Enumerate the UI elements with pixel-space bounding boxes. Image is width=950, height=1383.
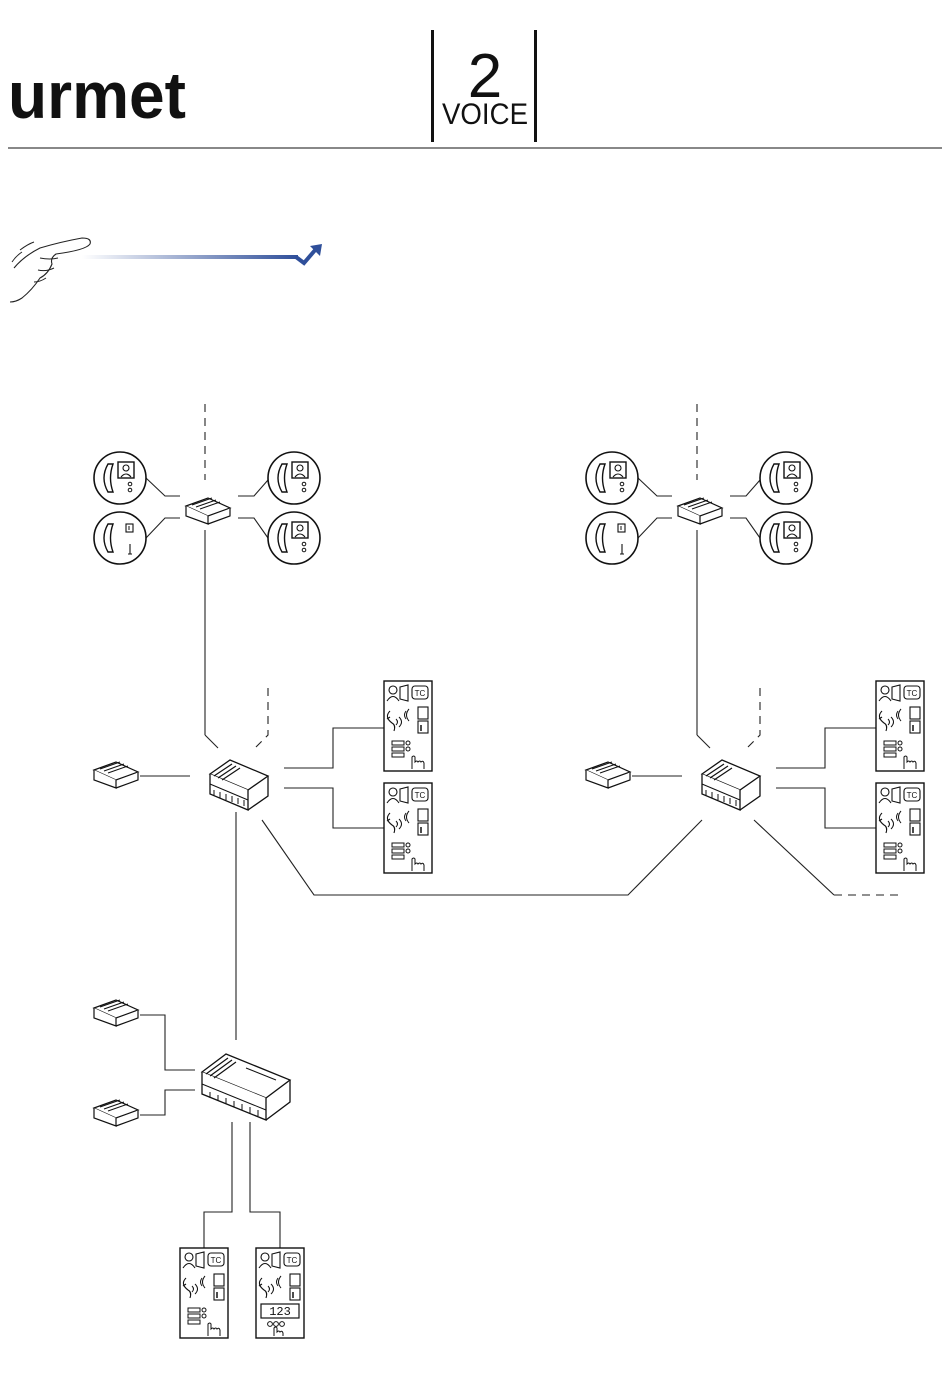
din-module-icon	[210, 760, 268, 810]
din-module-icon	[186, 498, 230, 524]
main-node-left: TC TC	[94, 681, 432, 873]
brand-logo-text: urmet	[8, 58, 186, 132]
2voice-logo: 2 VOICE	[431, 30, 537, 142]
panel-tc-label: TC	[907, 689, 918, 698]
din-module-icon	[94, 1100, 138, 1126]
din-module-icon	[702, 760, 760, 810]
din-module-icon	[94, 762, 138, 788]
videophone-icon	[760, 452, 812, 504]
urmet-logo: urmet	[8, 58, 186, 132]
din-module-icon	[586, 762, 630, 788]
audio-intercom-icon	[94, 512, 146, 564]
floor-group-left	[94, 452, 320, 564]
entrance-panel-icon: TC	[180, 1248, 228, 1338]
product-logo-word: VOICE	[442, 98, 528, 131]
entrance-panel-icon: TC	[876, 681, 924, 771]
entrance-panel-keypad-icon: TC 123	[256, 1248, 304, 1338]
panel-display-digits: 123	[269, 1305, 291, 1319]
entrance-panel-icon: TC	[384, 783, 432, 873]
panel-tc-label: TC	[415, 791, 426, 800]
pointing-hand-icon	[10, 238, 90, 302]
bottom-panels: TC TC 123	[180, 1248, 304, 1338]
videophone-icon	[268, 452, 320, 504]
arrow-zigzag-icon	[82, 244, 322, 263]
din-module-icon	[202, 1054, 290, 1120]
videophone-icon	[586, 452, 638, 504]
videophone-icon	[268, 512, 320, 564]
panel-tc-label: TC	[287, 1256, 298, 1265]
panel-tc-label: TC	[211, 1256, 222, 1265]
central-node	[94, 1000, 290, 1126]
audio-intercom-icon	[586, 512, 638, 564]
videophone-icon	[94, 452, 146, 504]
panel-tc-label: TC	[415, 689, 426, 698]
main-node-right: TC TC	[586, 681, 924, 873]
videophone-icon	[760, 512, 812, 564]
din-module-icon	[678, 498, 722, 524]
din-module-icon	[94, 1000, 138, 1026]
panel-tc-label: TC	[907, 791, 918, 800]
entrance-panel-icon: TC	[876, 783, 924, 873]
floor-group-right	[586, 452, 812, 564]
entrance-panel-icon: TC	[384, 681, 432, 771]
